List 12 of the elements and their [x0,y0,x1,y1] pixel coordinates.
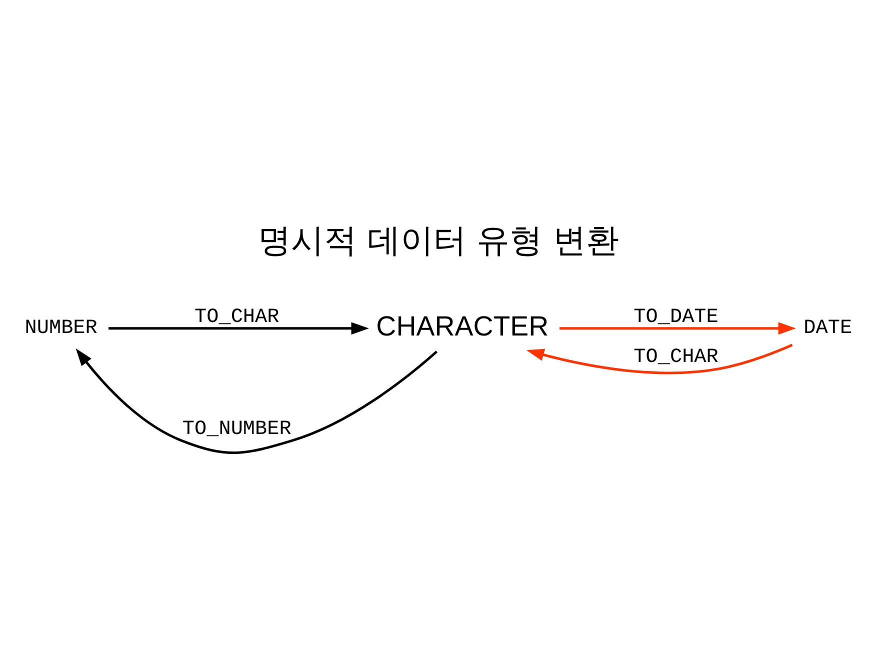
node-text: CHARACTER [376,310,549,341]
arrow [560,322,796,334]
arrow [76,348,438,454]
diagram-title: 명시적 데이터 유형 변환 [258,220,620,259]
node-text: NUMBER [24,316,98,340]
node-text: DATE [804,316,852,340]
arrow [526,343,793,374]
edge-label: TO_CHAR [634,346,718,369]
edge-label: TO_CHAR [194,305,280,328]
edge-label: TO_NUMBER [182,418,292,441]
arrow [108,322,369,334]
edge-label: TO_DATE [634,305,718,328]
